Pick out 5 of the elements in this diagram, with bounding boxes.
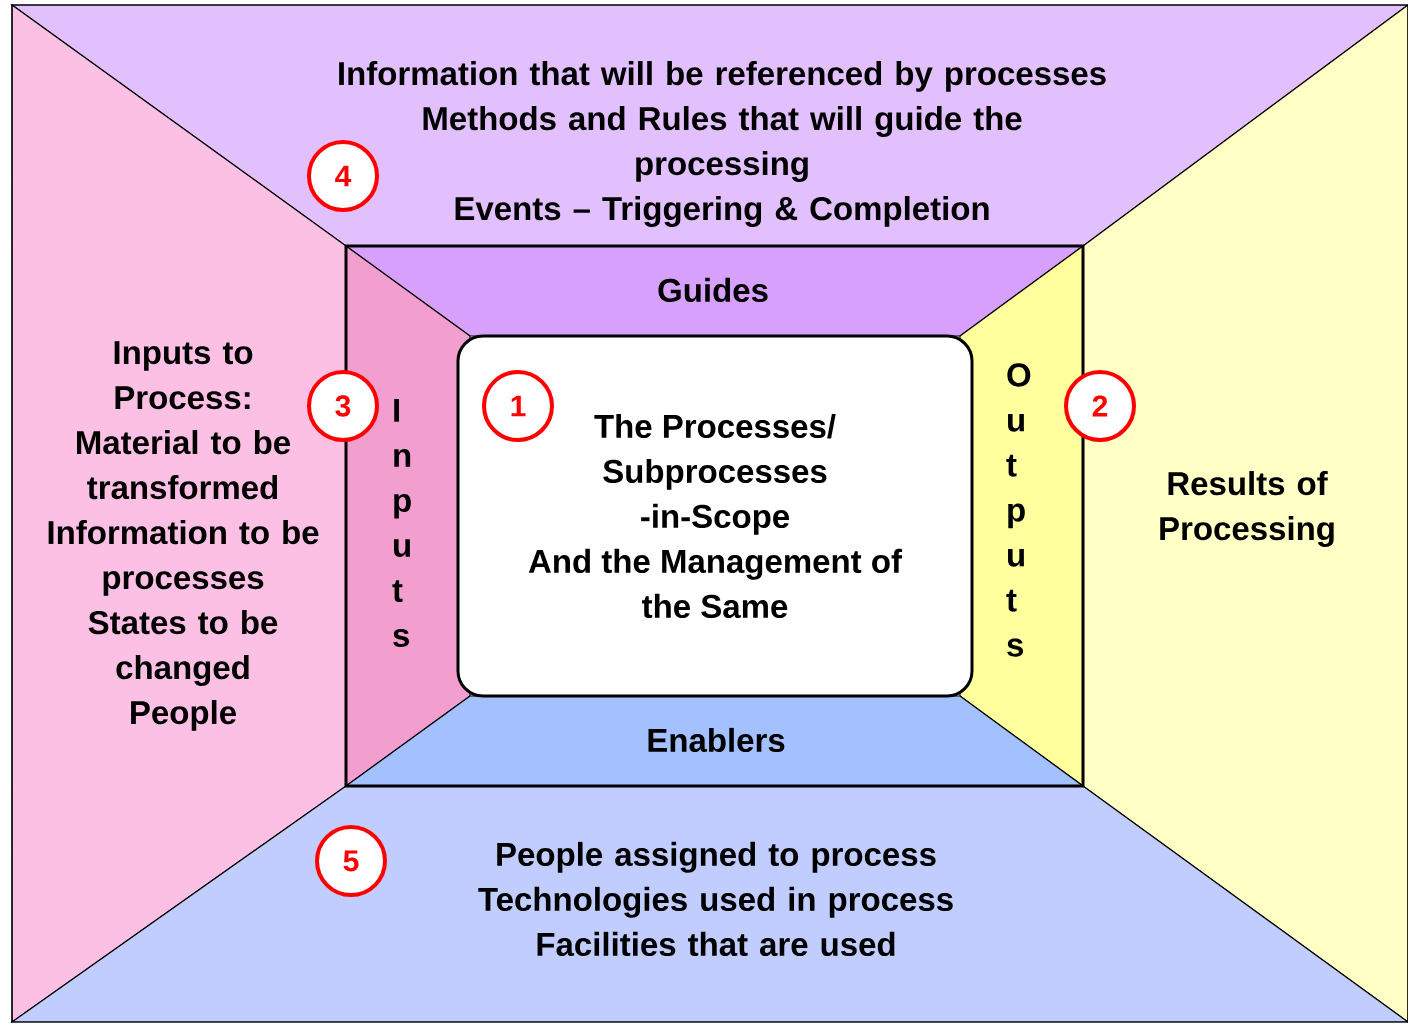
callout-number: 3 [307,370,379,442]
callout-number: 2 [1064,370,1136,442]
callout-number: 4 [307,140,379,212]
callout-number: 5 [315,825,387,897]
callout-number: 1 [482,370,554,442]
